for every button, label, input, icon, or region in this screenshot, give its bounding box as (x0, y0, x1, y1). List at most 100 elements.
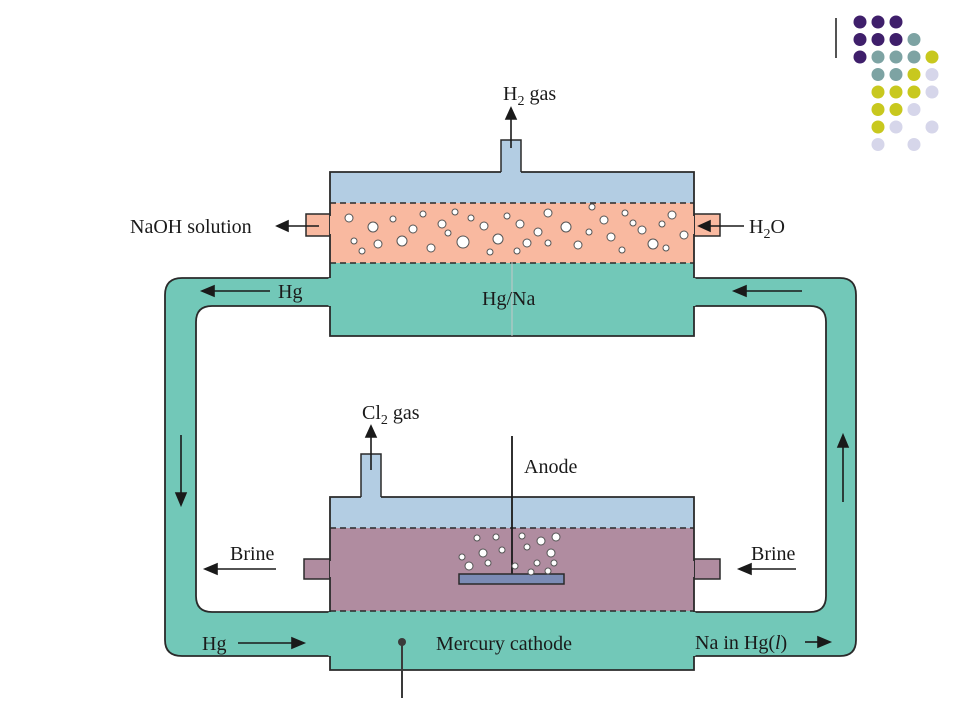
hg-feed-label: Hg (202, 633, 226, 655)
amalgam-out-arrowhead (817, 635, 833, 649)
bubble (629, 219, 637, 227)
bubble (464, 561, 474, 571)
bubble (467, 214, 475, 222)
mercury-feed-pipe (693, 277, 857, 657)
decorative-dot-grid (853, 15, 939, 151)
decorative-dot (907, 33, 921, 46)
bubble (419, 210, 427, 218)
decorative-dot (853, 33, 867, 46)
top-right-stub-opening (692, 216, 694, 234)
naoh-solution-layer (330, 203, 694, 263)
mercury-cathode-layer (330, 611, 694, 670)
bottom-left-stub-opening (330, 561, 332, 577)
decorative-dot (871, 85, 885, 99)
bubble (588, 203, 596, 211)
naoh-solution-label: NaOH solution (130, 216, 252, 238)
top-left-stub-opening (330, 216, 332, 234)
mercury-return-pipe (164, 277, 331, 657)
decorative-dot (889, 120, 903, 134)
decorative-dot (871, 50, 885, 64)
bubble (426, 243, 436, 253)
decorative-dot (871, 103, 885, 116)
bubble (458, 553, 466, 561)
bubble (456, 235, 470, 249)
bubble (606, 232, 616, 242)
bubble (544, 239, 552, 247)
bubble (358, 247, 366, 255)
decorative-dot (925, 68, 939, 81)
bubble (533, 559, 541, 567)
bubble (523, 543, 531, 551)
decorative-dot (889, 68, 903, 81)
amalgam-feed-arrowhead (731, 284, 747, 298)
flow-arrows (174, 106, 850, 650)
bubble (350, 237, 358, 245)
bubble (658, 220, 666, 228)
hg-in-arrowhead (291, 636, 307, 650)
top-gas-space (330, 172, 694, 203)
decorative-dot (907, 50, 921, 64)
bubble (373, 239, 383, 249)
bubble (389, 215, 397, 223)
bubble (479, 221, 489, 231)
bubble (560, 221, 572, 233)
bubble (599, 215, 609, 225)
decorative-dot (925, 85, 939, 99)
anode-label: Anode (524, 456, 577, 478)
cathode-contact-dot (398, 638, 406, 646)
decorative-dot (871, 120, 885, 134)
bubble (543, 208, 553, 218)
bubble (437, 219, 447, 229)
bubble (503, 212, 511, 220)
amalgam-up-arrowhead (836, 432, 850, 448)
hg-down-arrowhead (174, 492, 188, 508)
bubble (492, 533, 500, 541)
bubble (492, 233, 504, 245)
cl2-gas-label: Cl2 gas (362, 402, 420, 428)
bubble (637, 225, 647, 235)
bubble (522, 238, 532, 248)
decorative-dot (889, 103, 903, 116)
decorative-dot (907, 85, 921, 99)
bottom-right-stub-opening (692, 561, 694, 577)
bubble (544, 567, 552, 575)
bubble (344, 213, 354, 223)
naoh-outlet-stub (305, 213, 333, 237)
bubble (585, 228, 593, 236)
bubble (478, 548, 488, 558)
decorative-dot (907, 138, 921, 151)
decorative-dot (925, 120, 939, 134)
naoh-arrowhead (275, 219, 289, 233)
bubble (515, 219, 525, 229)
chlorine-bubbles (458, 532, 561, 576)
bubble (396, 235, 408, 247)
hydrogen-bubbles (344, 203, 689, 256)
bubble (647, 238, 659, 250)
bubble (498, 546, 506, 554)
bubble (662, 244, 670, 252)
hg-return-label: Hg (278, 281, 302, 303)
bubble (533, 227, 543, 237)
decorative-dot (889, 15, 903, 29)
decorative-dot (889, 50, 903, 64)
decorative-dot (871, 33, 885, 46)
bubble (451, 208, 459, 216)
decorative-dot (889, 33, 903, 46)
decorative-dot (853, 50, 867, 64)
brine-outlet-label: Brine (230, 543, 275, 565)
bubble (679, 230, 689, 240)
brine-in-arrowhead (736, 562, 752, 576)
decorative-dot (871, 68, 885, 81)
decorative-dot (853, 15, 867, 29)
cl2-arrowhead (364, 424, 378, 438)
bubble (551, 532, 561, 542)
brine-inlet-stub (693, 558, 721, 580)
bubble (513, 247, 521, 255)
decorative-dot (907, 103, 921, 116)
water-arrowhead (697, 219, 711, 233)
brine-out-arrowhead (202, 562, 218, 576)
decorative-dot (925, 50, 939, 64)
bubble (486, 248, 494, 256)
bubble (527, 568, 535, 576)
